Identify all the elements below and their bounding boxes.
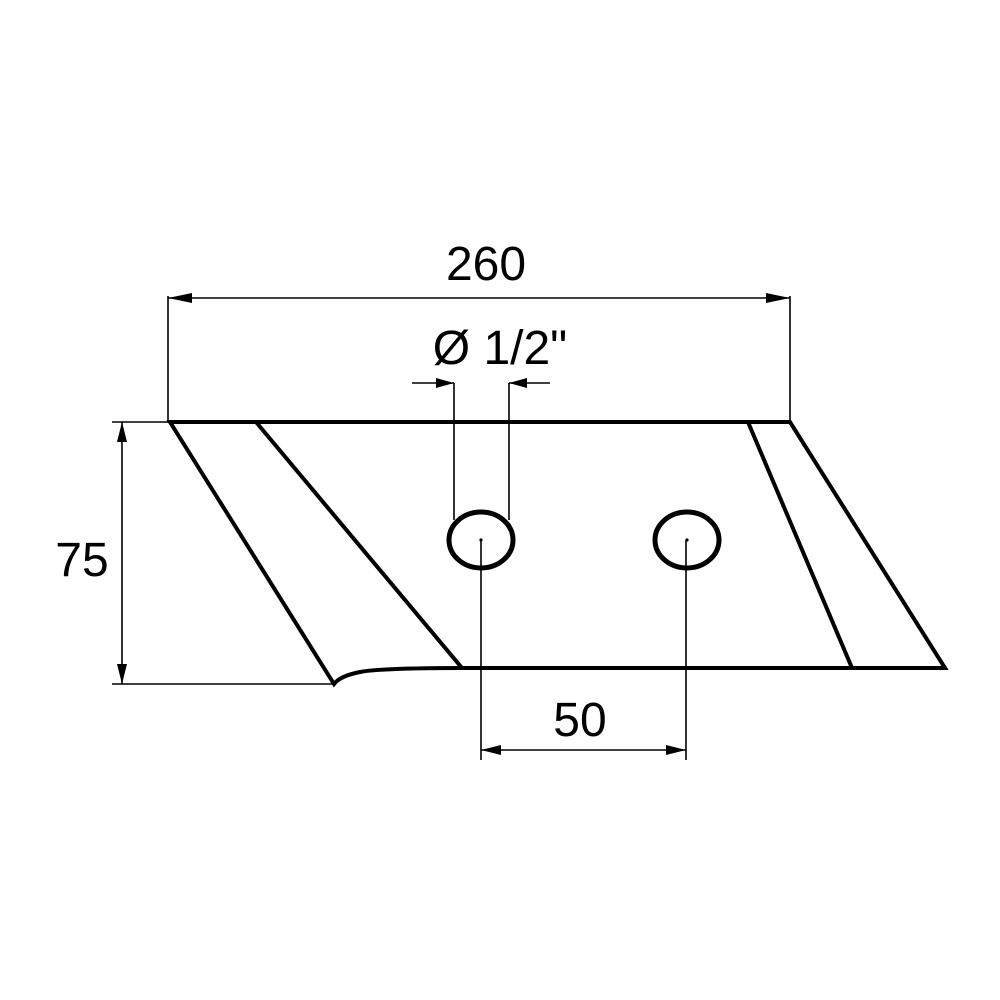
height-arrow-top: [117, 422, 127, 442]
height-label: 75: [55, 534, 108, 587]
dimension-hole-diameter: Ø 1/2": [412, 322, 567, 520]
dimension-length: 260: [167, 238, 791, 422]
spacing-arrow-right: [666, 745, 686, 755]
diameter-arrow-right: [509, 378, 527, 388]
length-arrow-right: [766, 293, 790, 303]
length-label: 260: [446, 238, 526, 291]
spacing-arrow-left: [481, 745, 501, 755]
right-bevel-line: [746, 421, 854, 669]
dimension-hole-spacing: 50: [480, 540, 687, 760]
spacing-label: 50: [553, 694, 606, 747]
left-bevel-line: [254, 420, 464, 670]
length-arrow-left: [168, 293, 192, 303]
mounting-holes: [446, 509, 722, 571]
diameter-label: Ø 1/2": [433, 322, 567, 375]
hole-right: [652, 509, 722, 571]
height-arrow-bottom: [117, 664, 127, 684]
part-outline: [166, 420, 949, 688]
blade-body: [166, 420, 949, 688]
dimension-height: 75: [55, 421, 334, 685]
diameter-arrow-left: [436, 378, 454, 388]
